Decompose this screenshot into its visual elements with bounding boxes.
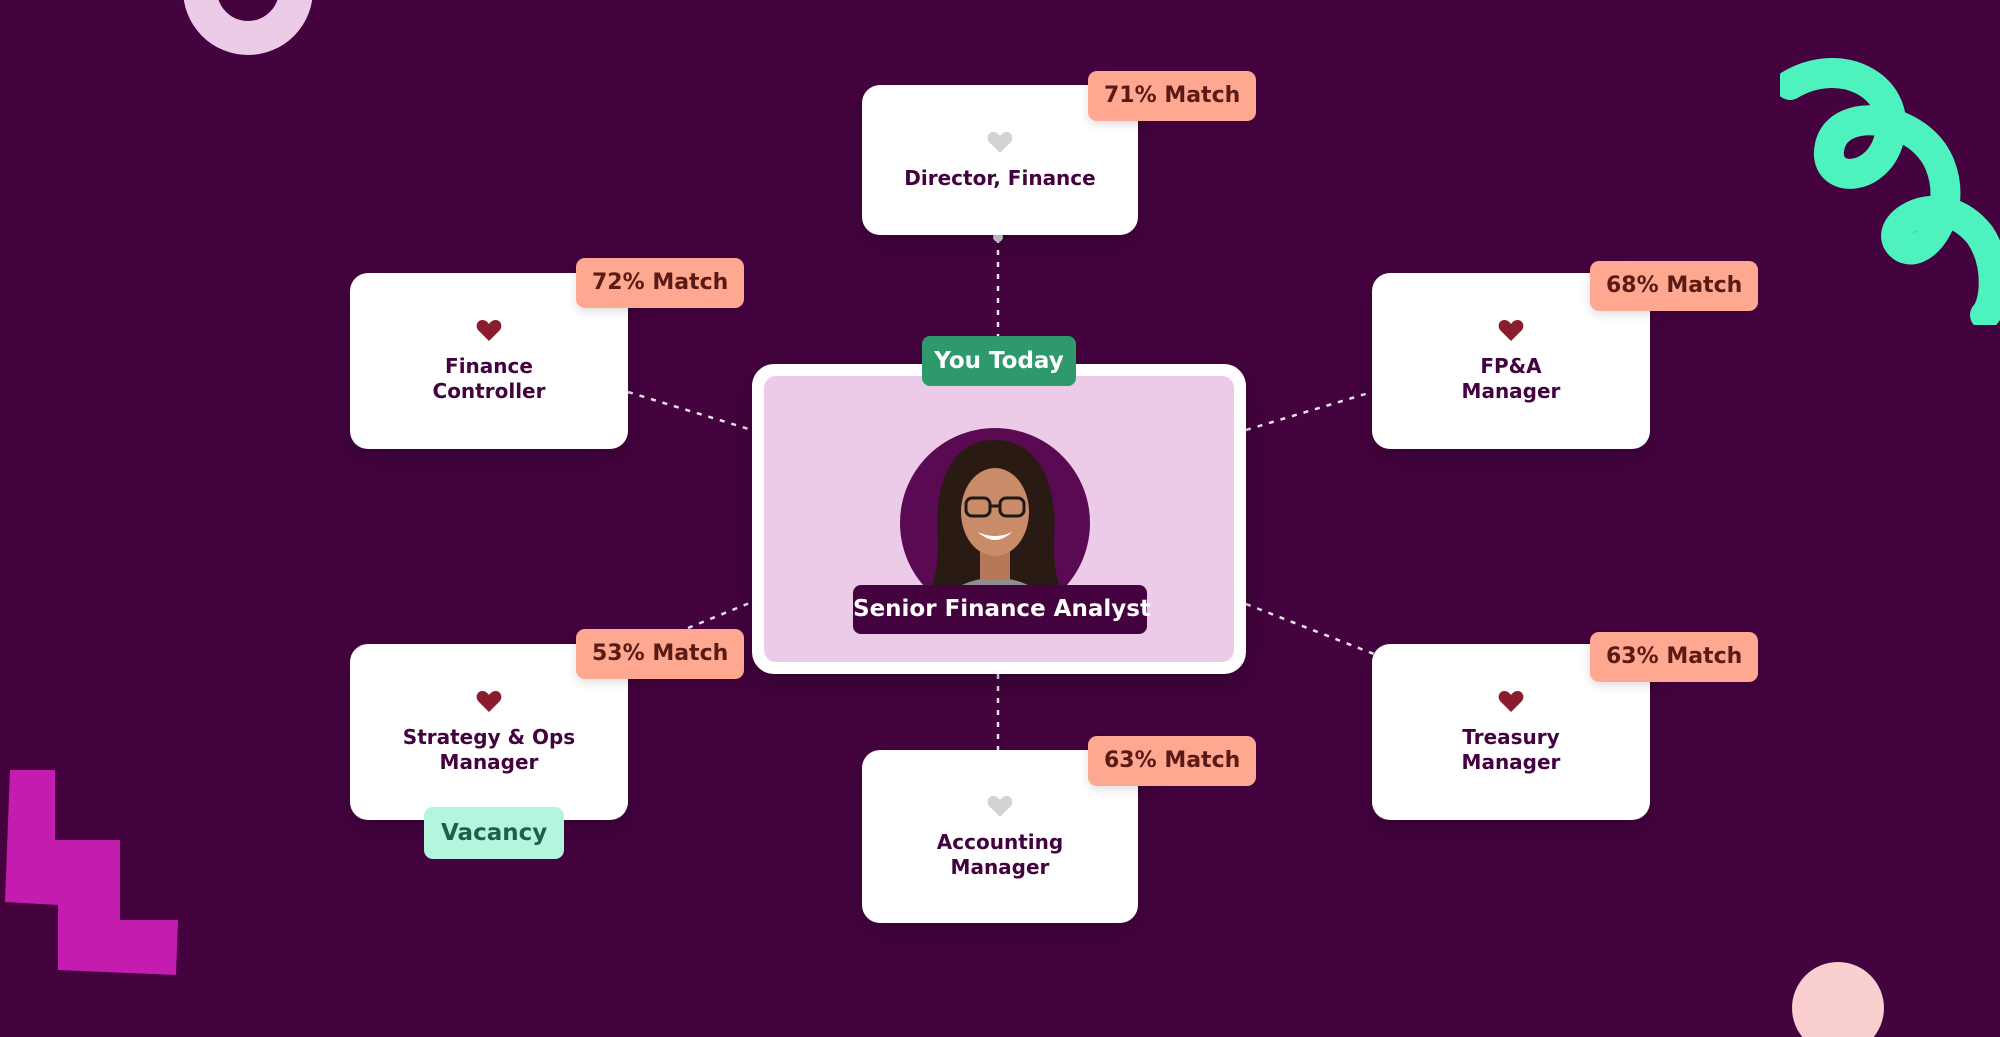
heart-icon[interactable] bbox=[476, 318, 502, 342]
match-badge: 63% Match bbox=[1590, 632, 1759, 682]
role-title: FP&A Manager bbox=[1461, 354, 1561, 403]
decorative-squiggle bbox=[1780, 58, 2000, 325]
role-title: Treasury Manager bbox=[1461, 725, 1561, 774]
decorative-zigzag bbox=[5, 770, 178, 975]
current-role-label: Senior Finance Analyst bbox=[853, 585, 1151, 634]
decorative-ring bbox=[183, 0, 313, 55]
heart-icon[interactable] bbox=[987, 130, 1013, 154]
heart-icon[interactable] bbox=[476, 689, 502, 713]
heart-icon[interactable] bbox=[1498, 689, 1524, 713]
role-title: Director, Finance bbox=[904, 165, 1096, 190]
you-today-tag: You Today bbox=[922, 336, 1076, 386]
heart-icon[interactable] bbox=[1498, 318, 1524, 342]
role-title: Accounting Manager bbox=[936, 829, 1064, 879]
heart-icon[interactable] bbox=[987, 794, 1013, 818]
decorative-circle bbox=[1792, 962, 1884, 1037]
role-title: Strategy & Ops Manager bbox=[402, 725, 576, 774]
vacancy-tag: Vacancy bbox=[424, 807, 565, 859]
match-badge: 71% Match bbox=[1088, 71, 1257, 121]
match-badge: 63% Match bbox=[1088, 736, 1257, 786]
match-badge: 68% Match bbox=[1590, 261, 1759, 311]
match-badge: 53% Match bbox=[576, 629, 745, 679]
role-card-treasury-manager[interactable]: Treasury Manager bbox=[1372, 644, 1650, 820]
role-title: Finance Controller bbox=[432, 354, 546, 403]
match-badge: 72% Match bbox=[576, 258, 745, 308]
